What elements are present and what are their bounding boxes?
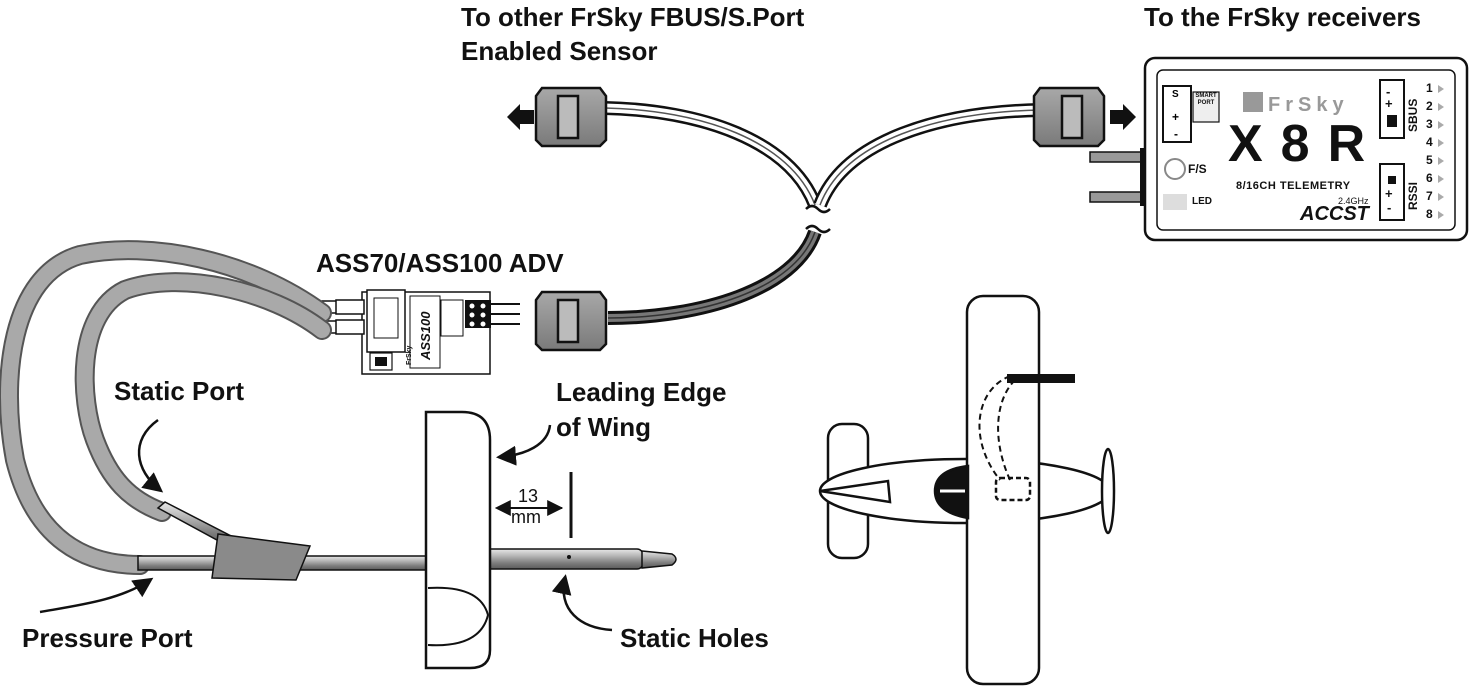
arrow-right	[1110, 104, 1136, 130]
channel-label-4: 4	[1426, 135, 1433, 149]
ass-sensor-module	[321, 289, 520, 375]
receiver-rssi-label: RSSI	[1406, 181, 1420, 210]
receiver-fs-label: F/S	[1188, 162, 1207, 176]
label-to-receivers: To the FrSky receivers	[1144, 2, 1421, 32]
label-pressure-port: Pressure Port	[22, 623, 193, 653]
channel-arrows	[1438, 85, 1444, 219]
silicone-tubes	[0, 240, 332, 575]
distance-unit: mm	[511, 507, 541, 527]
receiver-model: X8R	[1228, 115, 1384, 173]
label-static-port: Static Port	[114, 376, 245, 406]
receiver-sbus-minus: +	[1385, 96, 1393, 111]
receiver-brand: FrSky	[1268, 94, 1349, 116]
svg-text:-: -	[1174, 127, 1178, 141]
receiver-led-label: LED	[1192, 196, 1212, 207]
receiver-subtitle: 8/16CH TELEMETRY	[1236, 180, 1351, 192]
channel-label-7: 7	[1426, 189, 1433, 203]
wing-section	[424, 410, 492, 670]
channel-label-6: 6	[1426, 171, 1433, 185]
sensor-model-text: ASS100	[418, 311, 433, 360]
distance-value: 13	[518, 486, 539, 506]
sensor-brand-text: FrSky	[406, 345, 413, 365]
receiver-rssi-plus: +	[1385, 186, 1393, 201]
connector-other-sensor	[534, 86, 608, 148]
distance-dimension	[494, 472, 573, 538]
receiver-rssi-minus: -	[1387, 200, 1392, 215]
airplane-top-view	[818, 294, 1116, 686]
svg-text:S: S	[1172, 89, 1179, 100]
airplane-pitot-location	[978, 374, 1075, 502]
channel-label-2: 2	[1426, 99, 1433, 113]
label-leading-edge-line2: of Wing	[556, 412, 652, 442]
channel-label-3: 3	[1426, 117, 1433, 131]
label-leading-edge-line1: Leading Edge	[556, 377, 727, 407]
connector-receiver	[1032, 86, 1106, 148]
x8r-receiver: S + -	[1089, 56, 1469, 242]
channel-label-1: 1	[1426, 81, 1433, 95]
label-other-sensor-line1: To other FrSky FBUS/S.Port	[461, 2, 805, 32]
leader-arrows	[39, 418, 613, 632]
connector-sensor	[534, 290, 608, 352]
label-other-sensor-line2: Enabled Sensor	[461, 36, 658, 66]
channel-label-8: 8	[1426, 207, 1433, 221]
receiver-freq: 2.4GHz	[1338, 196, 1369, 206]
receiver-sbus-plus: -	[1386, 84, 1391, 99]
channel-label-5: 5	[1426, 153, 1433, 167]
svg-text:+: +	[1172, 110, 1179, 124]
receiver-brand-mark	[1243, 92, 1263, 112]
receiver-accst: ACCST	[1300, 203, 1369, 225]
receiver-sbus-label: SBUS	[1406, 98, 1420, 132]
y-cable	[604, 101, 1041, 325]
receiver-smart-port: SMART PORT	[1195, 93, 1217, 106]
arrow-left	[507, 104, 534, 130]
label-static-holes: Static Holes	[620, 623, 769, 653]
pitot-tube	[137, 501, 677, 581]
label-sensor-model: ASS70/ASS100 ADV	[316, 248, 564, 278]
